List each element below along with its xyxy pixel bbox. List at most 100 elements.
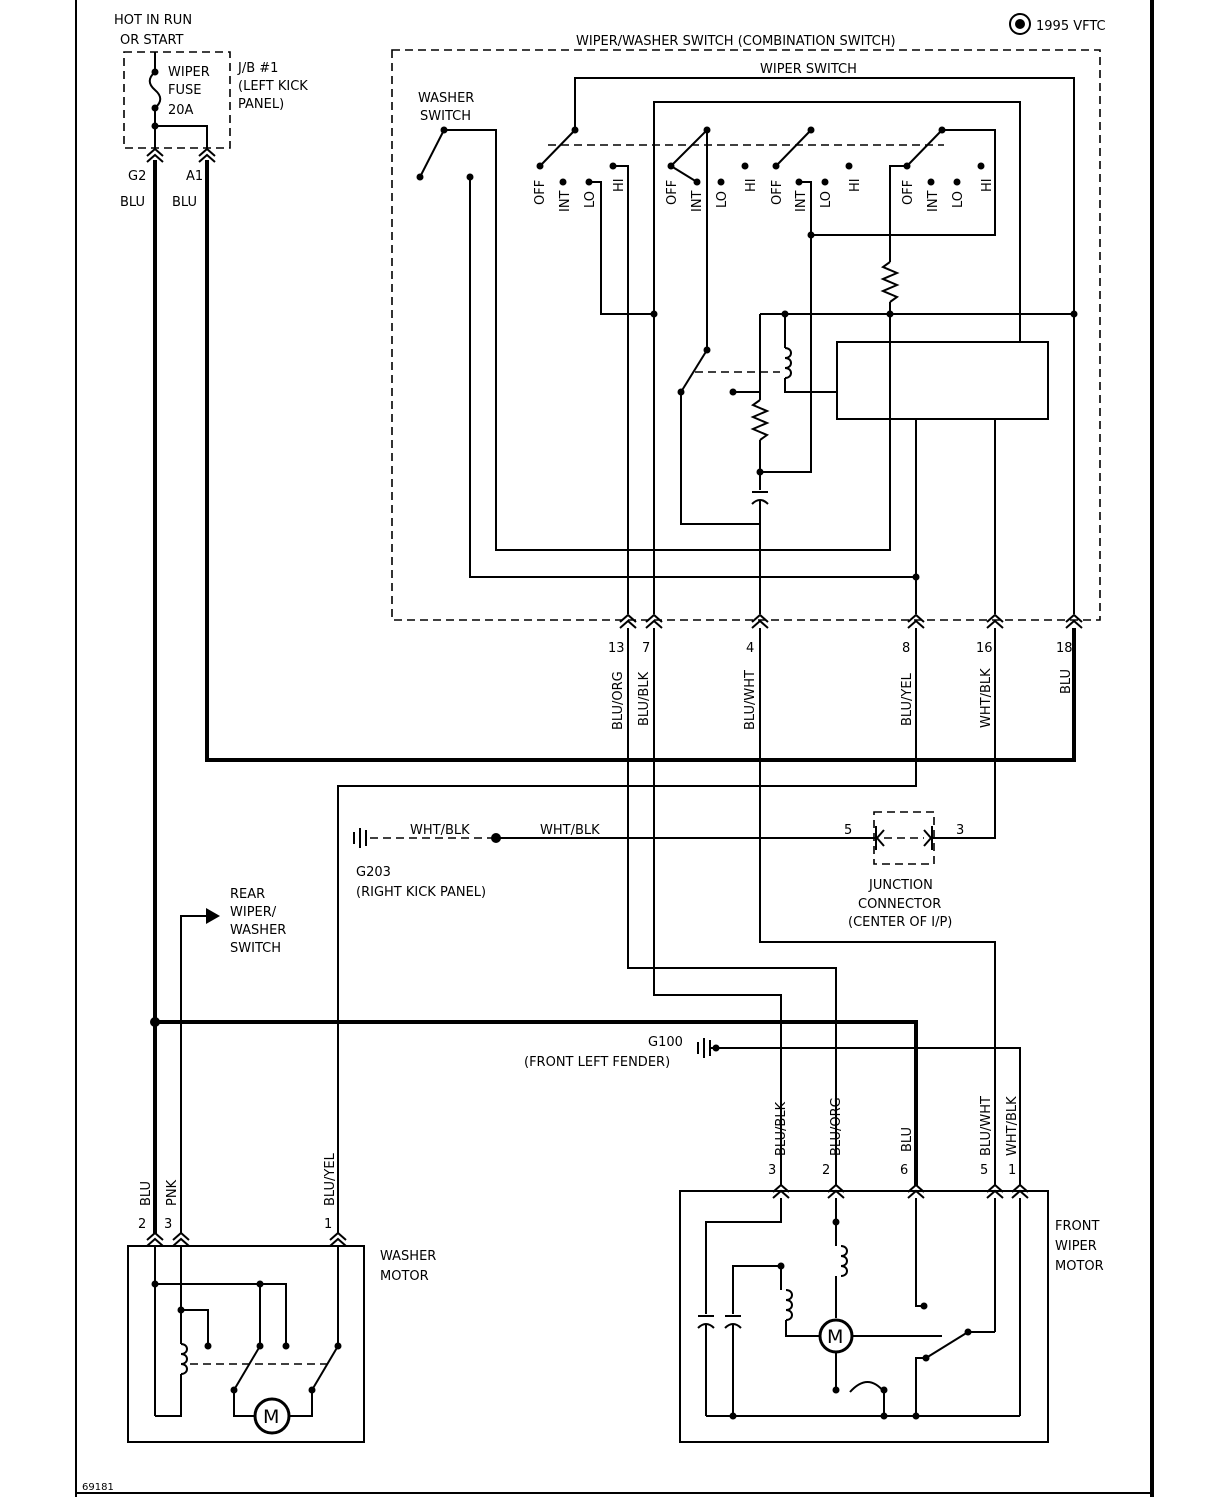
g100-name: G100	[648, 1035, 683, 1050]
front-pin-5: 5	[980, 1163, 988, 1178]
fuse-label-2: FUSE	[168, 83, 201, 98]
fuse-label-1: WIPER	[168, 65, 210, 80]
pos-int-2: INT	[690, 190, 705, 212]
ground-g203: WHT/BLK WHT/BLK G203 (RIGHT KICK PANEL)	[353, 823, 600, 900]
switch-pin-8: 8	[902, 641, 910, 656]
pos-off-3: OFF	[770, 180, 785, 205]
washer-motor-symbol: M	[263, 1406, 279, 1428]
junction-label-2: CONNECTOR	[858, 897, 941, 912]
washer-pin-2: 2	[138, 1217, 146, 1232]
g203-wire-label-2: WHT/BLK	[540, 823, 600, 838]
wire-blu-left: BLU	[120, 195, 145, 210]
front-wire-blu-wht: BLU/WHT	[979, 1096, 994, 1156]
front-motor-symbol: M	[827, 1326, 843, 1348]
washer-motor-label-2: MOTOR	[380, 1269, 429, 1284]
washer-switch-label-2: SWITCH	[420, 109, 471, 124]
junction-label-1: JUNCTION	[868, 878, 933, 893]
rear-label-1: REAR	[230, 887, 265, 902]
washer-pin-3: 3	[164, 1217, 172, 1232]
washer-wire-pnk: PNK	[165, 1179, 180, 1206]
power-label-line2: OR START	[120, 33, 184, 48]
pin-g2-label: G2	[128, 169, 146, 184]
rear-label-2: WIPER/	[230, 905, 277, 920]
front-pin-6: 6	[900, 1163, 908, 1178]
washer-pin-1: 1	[324, 1217, 332, 1232]
fuse-label-3: 20A	[168, 103, 194, 118]
pos-int-1: INT	[558, 190, 573, 212]
switch-wire-blu-org: BLU/ORG	[611, 671, 626, 730]
pos-lo-1: LO	[583, 191, 598, 208]
pos-lo-2: LO	[715, 191, 730, 208]
front-field-coil-1-icon	[785, 1289, 793, 1321]
page-frame	[75, 0, 1154, 1497]
front-motor-label-2: WIPER	[1055, 1239, 1097, 1254]
front-field-coil-2-icon	[840, 1245, 848, 1277]
g203-name: G203	[356, 865, 391, 880]
washer-switch-label-1: WASHER	[418, 91, 474, 106]
junction-pin-3: 3	[956, 823, 964, 838]
switch-pin-16: 16	[976, 641, 993, 656]
pin-a1-label: A1	[186, 169, 203, 184]
ground-g100: G100 (FRONT LEFT FENDER)	[524, 1035, 720, 1070]
copyright-mark: 1995 VFTC	[1009, 13, 1106, 35]
jb-label-2: (LEFT KICK	[238, 79, 308, 94]
wiper-switch-deck-1: OFF INT LO HI	[533, 126, 658, 614]
wiper-switch-deck-3: OFF INT LO HI	[760, 126, 863, 473]
junction-connector: 5 3 JUNCTION CONNECTOR (CENTER OF I/P)	[844, 811, 964, 930]
jb-box	[123, 51, 231, 149]
front-wire-wht-blk: WHT/BLK	[1005, 1096, 1020, 1156]
pos-int-4: INT	[926, 190, 941, 212]
wiper-switch-deck-2: OFF INT LO HI	[665, 126, 759, 350]
pos-hi-4: HI	[980, 178, 995, 192]
harness-wires	[150, 160, 1076, 1234]
g100-location: (FRONT LEFT FENDER)	[524, 1055, 670, 1070]
front-motor-label-3: MOTOR	[1055, 1259, 1104, 1274]
g203-wire-label-1: WHT/BLK	[410, 823, 470, 838]
rear-switch-arrow-icon	[206, 908, 220, 924]
washer-relay-coil-icon	[180, 1343, 188, 1375]
wire-blu-right: BLU	[172, 195, 197, 210]
pos-off-4: OFF	[901, 180, 916, 205]
combination-switch-title: WIPER/WASHER SWITCH (COMBINATION SWITCH)	[576, 34, 896, 49]
copyright-text: 1995 VFTC	[1036, 19, 1106, 34]
pos-off-2: OFF	[665, 180, 680, 205]
switch-pin-18: 18	[1056, 641, 1073, 656]
switch-wire-blu: BLU	[1059, 669, 1074, 694]
g203-location: (RIGHT KICK PANEL)	[356, 885, 486, 900]
washer-wire-blu-yel: BLU/YEL	[323, 1152, 338, 1206]
wiper-switch-deck-4: OFF INT LO HI	[811, 126, 996, 318]
front-wiper-motor: BLU/BLK BLU/ORG BLU BLU/WHT WHT/BLK 3 2 …	[679, 1096, 1104, 1443]
pos-lo-3: LO	[819, 191, 834, 208]
washer-motor-label-1: WASHER	[380, 1249, 436, 1264]
park-cam-icon	[849, 1381, 885, 1393]
switch-connector: 13 7 4 8 16 18 BLU/ORG BLU/BLK BLU/WHT B…	[608, 613, 1083, 730]
power-source: HOT IN RUN OR START WIPER FUSE 20A J/B #…	[114, 13, 308, 210]
junction-pin-5: 5	[844, 823, 852, 838]
figure-id: 69181	[82, 1482, 114, 1493]
switch-wire-blu-yel: BLU/YEL	[900, 672, 915, 726]
front-pin-3: 3	[768, 1163, 776, 1178]
fuse-icon	[148, 71, 162, 109]
pos-hi-1: HI	[612, 178, 627, 192]
switch-wire-wht-blk: WHT/BLK	[979, 668, 994, 728]
front-motor-label-1: FRONT	[1055, 1219, 1099, 1234]
jb-label-3: PANEL)	[238, 97, 284, 112]
relay-coil-icon	[784, 347, 792, 379]
rear-label-4: SWITCH	[230, 941, 281, 956]
front-pin-2: 2	[822, 1163, 830, 1178]
switch-pin-13: 13	[608, 641, 625, 656]
pos-int-3: INT	[794, 190, 809, 212]
pos-hi-2: HI	[744, 178, 759, 192]
intermittent-control-module	[836, 341, 1049, 420]
switch-pin-4: 4	[746, 641, 754, 656]
switch-wire-blu-wht: BLU/WHT	[743, 670, 758, 730]
front-wire-blu: BLU	[900, 1127, 915, 1152]
pos-off-1: OFF	[533, 180, 548, 205]
switch-pin-7: 7	[642, 641, 650, 656]
switch-wire-blu-blk: BLU/BLK	[637, 671, 652, 726]
washer-motor-icon	[253, 1397, 291, 1435]
wiper-switch-title: WIPER SWITCH	[760, 62, 857, 77]
pos-hi-3: HI	[848, 178, 863, 192]
jb-label-1: J/B #1	[237, 61, 278, 76]
